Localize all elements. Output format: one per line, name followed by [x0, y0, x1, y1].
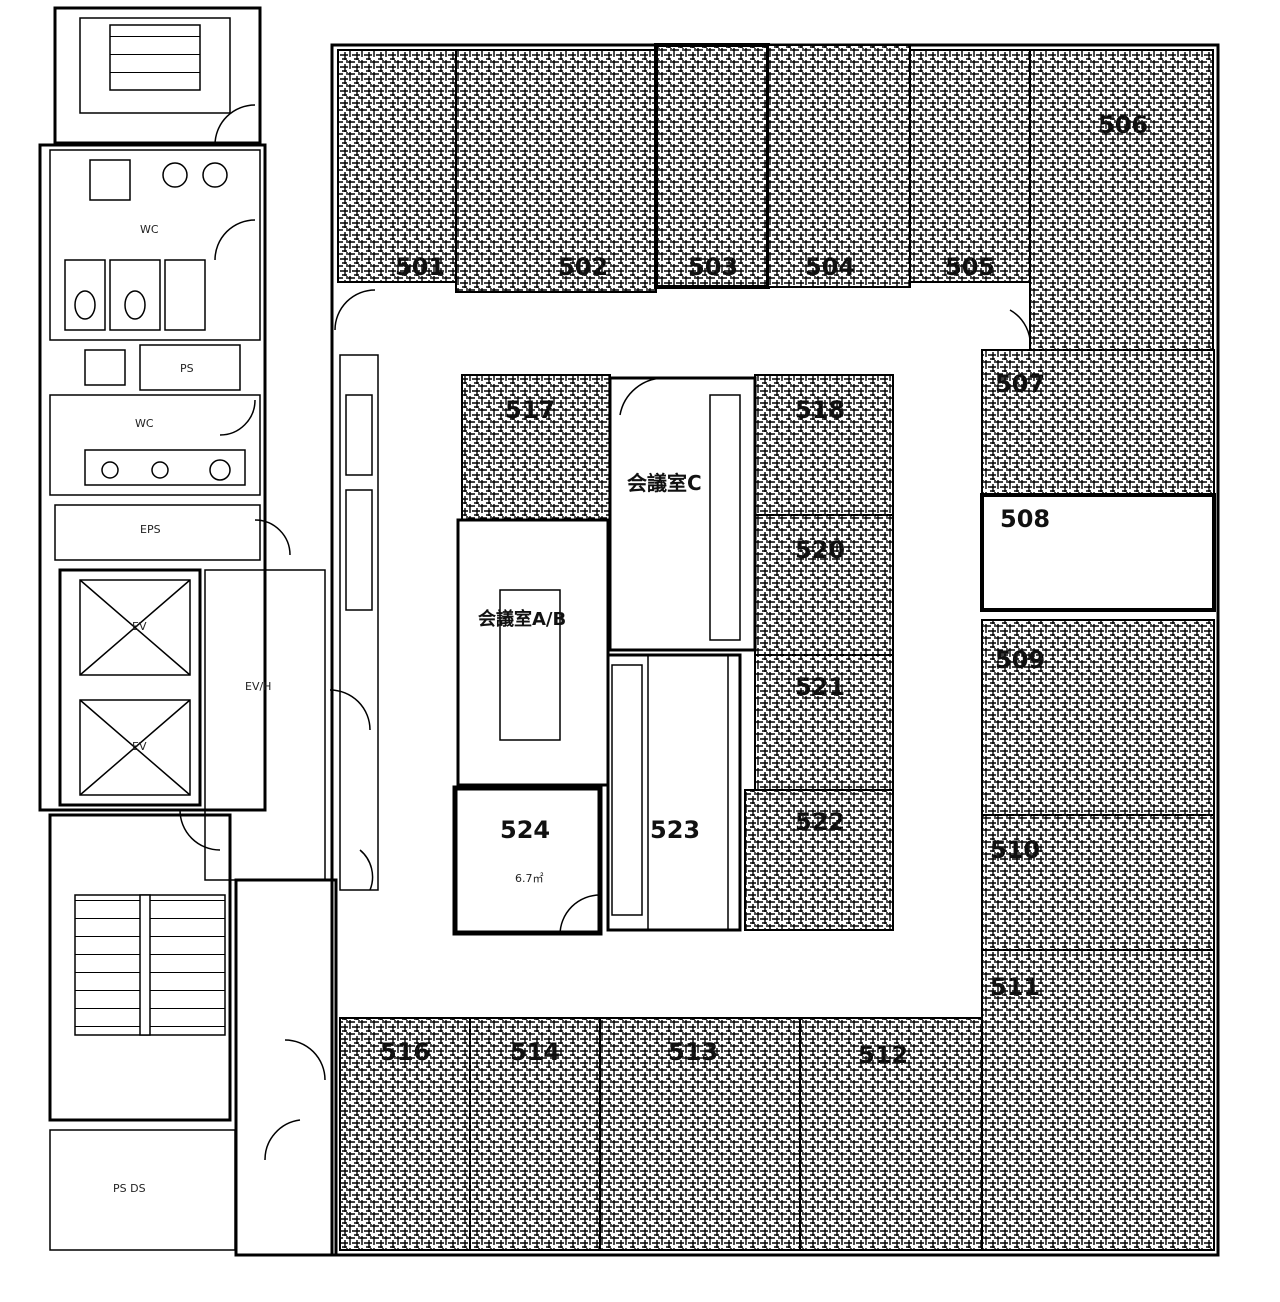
bottom-offices [339, 1017, 983, 1251]
label-507: 507 [995, 370, 1045, 398]
ps-ds-label: PS DS [113, 1182, 146, 1195]
office-516 [339, 1017, 471, 1251]
office-524 [452, 785, 603, 936]
eps-label: EPS [140, 523, 161, 536]
ps-room: PS [84, 344, 241, 391]
right-offices [980, 349, 1216, 1251]
office-508 [980, 493, 1216, 612]
label-501: 501 [395, 253, 445, 281]
ev1-label: EV [132, 620, 147, 633]
label-509: 509 [995, 646, 1045, 674]
office-523 [606, 653, 742, 932]
label-508: 508 [1000, 505, 1050, 533]
office-521 [754, 654, 894, 791]
center-rooms [452, 374, 894, 936]
ev-hall-label: EV/H [245, 680, 271, 693]
wc-lower: WC [49, 394, 261, 496]
label-516: 516 [380, 1038, 430, 1066]
label-524: 524 [500, 816, 550, 844]
eps-room: EPS [54, 504, 261, 561]
elevators: EV EV [58, 568, 202, 807]
label-523: 523 [650, 816, 700, 844]
label-517: 517 [505, 396, 555, 424]
conference-ab [456, 518, 610, 787]
ev2-label: EV [132, 740, 147, 753]
wc-lower-label: WC [135, 417, 154, 430]
doors [179, 104, 1032, 1161]
ps-ds-room: PS DS [49, 1129, 236, 1251]
ps-label: PS [180, 362, 194, 375]
office-522 [744, 789, 894, 931]
label-506: 506 [1098, 111, 1148, 139]
conference-c [608, 376, 757, 652]
office-505 [909, 49, 1031, 283]
office-513 [599, 1017, 801, 1251]
office-514 [469, 1017, 601, 1251]
label-504: 504 [805, 253, 855, 281]
office-501 [337, 49, 457, 283]
office-512 [799, 1017, 983, 1251]
label-520: 520 [795, 536, 845, 564]
wc-upper: WC [49, 149, 261, 341]
label-514: 514 [510, 1038, 560, 1066]
corridor-structure [339, 354, 379, 891]
label-521: 521 [795, 673, 845, 701]
ev-hall: EV/H [204, 569, 326, 881]
stair-bottom [48, 813, 232, 1122]
label-conference-ab: 会議室A/B [478, 608, 566, 630]
label-505: 505 [945, 253, 995, 281]
office-518 [754, 374, 894, 516]
office-507 [981, 349, 1215, 496]
label-510: 510 [990, 836, 1040, 864]
label-512: 512 [858, 1041, 908, 1069]
label-502: 502 [558, 253, 608, 281]
label-524-area: 6.7㎡ [515, 872, 544, 885]
label-522: 522 [795, 808, 845, 836]
office-504 [767, 44, 911, 288]
label-513: 513 [668, 1038, 718, 1066]
wc-upper-label: WC [140, 223, 159, 236]
office-506 [1029, 49, 1214, 351]
label-503: 503 [688, 253, 738, 281]
room-labels: 501 502 503 504 505 506 507 508 509 510 … [380, 111, 1148, 1069]
office-520 [754, 514, 894, 656]
office-503 [654, 43, 770, 289]
top-offices [337, 43, 1214, 351]
office-510 [981, 814, 1215, 951]
label-conference-c: 会議室C [627, 471, 702, 495]
office-502 [455, 49, 657, 293]
label-518: 518 [795, 396, 845, 424]
office-509 [981, 619, 1215, 816]
stair-top [53, 6, 262, 145]
label-511: 511 [990, 973, 1040, 1001]
office-517 [461, 374, 611, 521]
